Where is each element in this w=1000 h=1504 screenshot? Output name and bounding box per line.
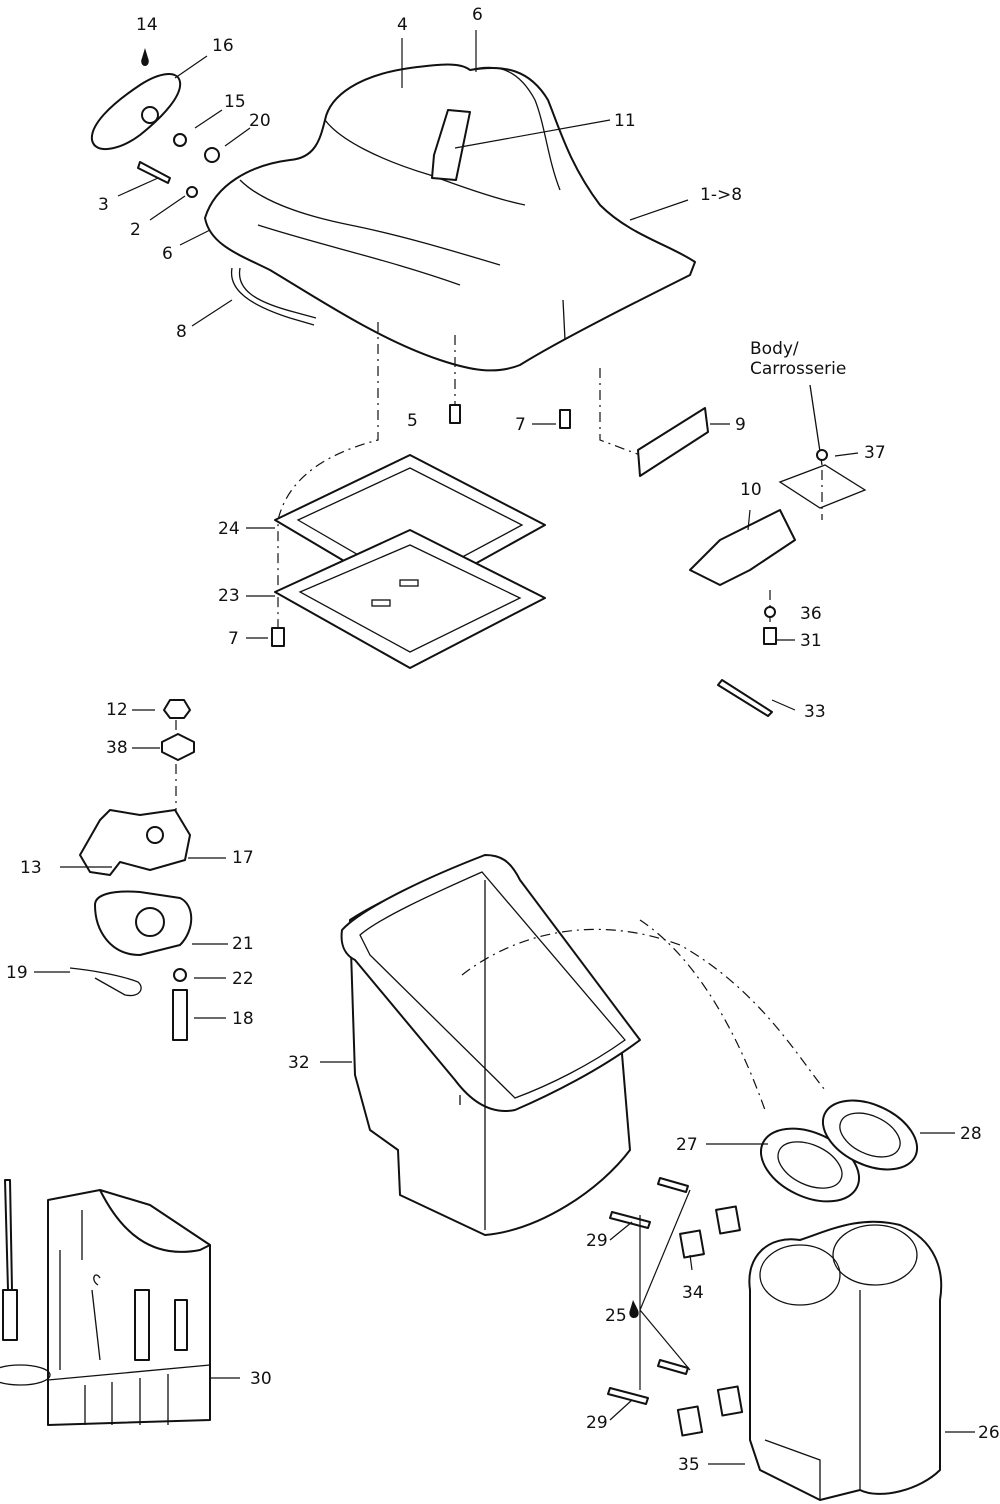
callout-29-bottom: 29 — [586, 1413, 608, 1433]
gasket-23 — [274, 529, 546, 669]
latch-plate — [90, 48, 182, 151]
callout-6-left: 6 — [162, 244, 173, 264]
callout-4: 4 — [397, 15, 408, 35]
callout-11: 11 — [614, 111, 636, 131]
callout-22: 22 — [232, 969, 254, 989]
callout-20: 20 — [249, 111, 271, 131]
callout-15: 15 — [224, 92, 246, 112]
callout-12: 12 — [106, 700, 128, 720]
seat-trim-strip — [230, 267, 317, 326]
callout-2: 2 — [130, 220, 141, 240]
assembly-line-3 — [599, 368, 641, 456]
callout-31: 31 — [800, 631, 822, 651]
callout-21: 21 — [232, 934, 254, 954]
callout-7-left: 7 — [228, 629, 239, 649]
callout-29-top: 29 — [586, 1231, 608, 1251]
body-note-line: Carrosserie — [750, 359, 846, 379]
cup-ring-28 — [821, 1099, 919, 1171]
assembly-line-1 — [277, 322, 379, 640]
callout-1-8: 1->8 — [700, 185, 742, 205]
callout-9: 9 — [735, 415, 746, 435]
callout-25: 25 — [605, 1306, 627, 1326]
callout-16: 16 — [212, 36, 234, 56]
callout-36: 36 — [800, 604, 822, 624]
callout-5: 5 — [407, 411, 418, 431]
small-hardware — [137, 133, 220, 198]
leader-lines — [34, 30, 975, 1465]
callout-3: 3 — [98, 195, 109, 215]
callout-34: 34 — [682, 1283, 704, 1303]
callout-23: 23 — [218, 586, 240, 606]
screws-right — [717, 449, 828, 717]
callout-27: 27 — [676, 1135, 698, 1155]
body-note-line: Body/ — [750, 339, 799, 359]
callout-18: 18 — [232, 1009, 254, 1029]
callout-37: 37 — [864, 443, 886, 463]
callout-19: 19 — [6, 963, 28, 983]
callout-38: 38 — [106, 738, 128, 758]
callout-33: 33 — [804, 702, 826, 722]
callout-35: 35 — [678, 1455, 700, 1475]
hinge-bracket-10 — [689, 509, 796, 586]
rivets-29-34 — [607, 1177, 744, 1437]
callout-labels: 14 16 4 6 15 20 11 3 2 6 1->8 8 5 7 9 37… — [6, 5, 1000, 1475]
cup-holder-26 — [748, 1220, 943, 1501]
callout-6-top: 6 — [472, 5, 483, 25]
body-note: Body/Carrosserie — [750, 339, 846, 379]
bin-arrow-2 — [639, 919, 766, 1111]
callout-24: 24 — [218, 519, 240, 539]
callout-26: 26 — [978, 1423, 1000, 1443]
callout-17: 17 — [232, 848, 254, 868]
body-piece — [778, 384, 867, 509]
screws-center — [271, 404, 571, 647]
callout-8: 8 — [176, 322, 187, 342]
callout-28: 28 — [960, 1124, 982, 1144]
callout-10: 10 — [740, 480, 762, 500]
bracket-plate-9 — [637, 407, 709, 477]
storage-bin-32 — [340, 854, 641, 1236]
callout-14: 14 — [136, 15, 158, 35]
bin-arrow — [461, 928, 826, 1091]
callout-32: 32 — [288, 1053, 310, 1073]
tool-kit-30 — [0, 1179, 211, 1426]
seat-cover — [204, 63, 696, 372]
callout-7-center: 7 — [515, 415, 526, 435]
latch-components — [69, 699, 195, 1041]
callout-13: 13 — [20, 858, 42, 878]
callout-30: 30 — [250, 1369, 272, 1389]
